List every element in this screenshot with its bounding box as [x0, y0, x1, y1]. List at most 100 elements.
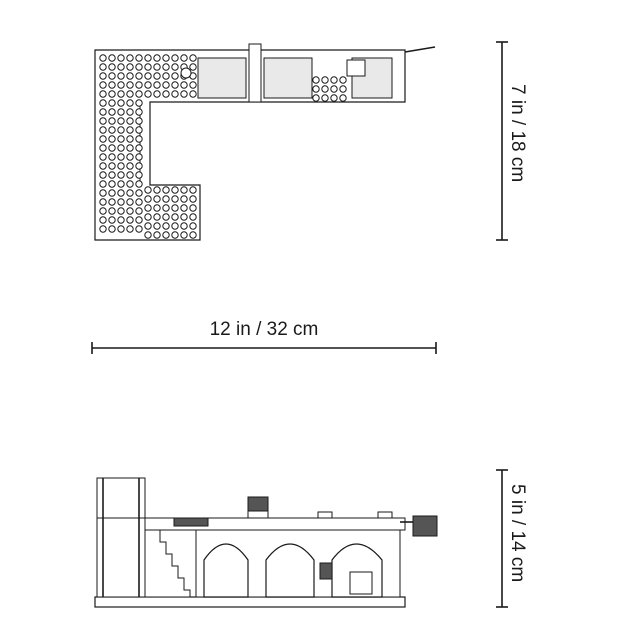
- height-dimension: 5 in / 14 cm: [496, 469, 528, 608]
- stud: [171, 195, 179, 203]
- stud: [99, 198, 107, 206]
- stud: [108, 135, 116, 143]
- stud: [135, 162, 143, 170]
- stud: [108, 63, 116, 71]
- stud: [117, 63, 125, 71]
- stud: [135, 90, 143, 98]
- stud: [108, 81, 116, 89]
- stud: [99, 207, 107, 215]
- stud: [99, 135, 107, 143]
- stud: [135, 207, 143, 215]
- stud: [162, 195, 170, 203]
- stud: [153, 63, 161, 71]
- stud: [180, 54, 188, 62]
- stud: [144, 213, 152, 221]
- stud: [321, 85, 329, 93]
- stud: [108, 162, 116, 170]
- stud: [135, 216, 143, 224]
- stud: [99, 99, 107, 107]
- stud: [117, 72, 125, 80]
- stud: [171, 204, 179, 212]
- stud: [108, 99, 116, 107]
- height-label: 5 in / 14 cm: [507, 484, 528, 582]
- stud: [171, 90, 179, 98]
- stud: [126, 135, 134, 143]
- stud: [99, 180, 107, 188]
- stud: [171, 72, 179, 80]
- stud: [189, 90, 197, 98]
- stud: [135, 135, 143, 143]
- stud: [117, 162, 125, 170]
- stud: [135, 225, 143, 233]
- stud: [330, 85, 338, 93]
- stud: [189, 54, 197, 62]
- stud: [162, 54, 170, 62]
- stud: [108, 180, 116, 188]
- stud: [153, 81, 161, 89]
- stud: [339, 94, 347, 102]
- arch-2: [265, 543, 315, 598]
- stud: [126, 216, 134, 224]
- stud: [330, 94, 338, 102]
- stud: [180, 213, 188, 221]
- stud: [144, 222, 152, 230]
- stud: [162, 81, 170, 89]
- stud: [135, 81, 143, 89]
- stud: [117, 225, 125, 233]
- stud: [144, 231, 152, 239]
- stud: [135, 144, 143, 152]
- stud: [189, 63, 197, 71]
- stud: [108, 216, 116, 224]
- stud: [135, 171, 143, 179]
- stud: [126, 207, 134, 215]
- stud: [108, 108, 116, 116]
- stud: [126, 198, 134, 206]
- stud: [189, 195, 197, 203]
- stud: [108, 189, 116, 197]
- stud: [180, 186, 188, 194]
- gate-pillar: [248, 43, 262, 103]
- stud: [162, 222, 170, 230]
- stud: [144, 72, 152, 80]
- stud: [117, 90, 125, 98]
- stud: [117, 198, 125, 206]
- stud: [144, 204, 152, 212]
- stud: [144, 195, 152, 203]
- stud: [117, 207, 125, 215]
- stud: [189, 231, 197, 239]
- stud: [126, 54, 134, 62]
- base-plate: [94, 596, 406, 608]
- stud: [117, 216, 125, 224]
- stud: [126, 63, 134, 71]
- floor-tiles: [197, 57, 393, 99]
- lantern: [319, 562, 333, 580]
- roof-block: [247, 496, 269, 512]
- stud: [144, 186, 152, 194]
- stud: [117, 81, 125, 89]
- stud: [117, 108, 125, 116]
- tower-body: [96, 517, 146, 598]
- stud: [189, 81, 197, 89]
- stud: [180, 90, 188, 98]
- stud: [99, 117, 107, 125]
- stud: [99, 72, 107, 80]
- stud: [153, 231, 161, 239]
- stud: [117, 126, 125, 134]
- stud: [135, 54, 143, 62]
- stud: [180, 204, 188, 212]
- stud: [162, 231, 170, 239]
- chair: [349, 571, 373, 595]
- tower-top: [96, 477, 146, 519]
- stud: [321, 76, 329, 84]
- stud: [312, 76, 320, 84]
- stud: [162, 213, 170, 221]
- stud: [99, 225, 107, 233]
- stud: [180, 231, 188, 239]
- stud: [99, 171, 107, 179]
- chair-top: [346, 59, 366, 77]
- stud: [126, 153, 134, 161]
- stud: [108, 207, 116, 215]
- stud: [126, 90, 134, 98]
- width-label: 12 in / 32 cm: [210, 319, 319, 340]
